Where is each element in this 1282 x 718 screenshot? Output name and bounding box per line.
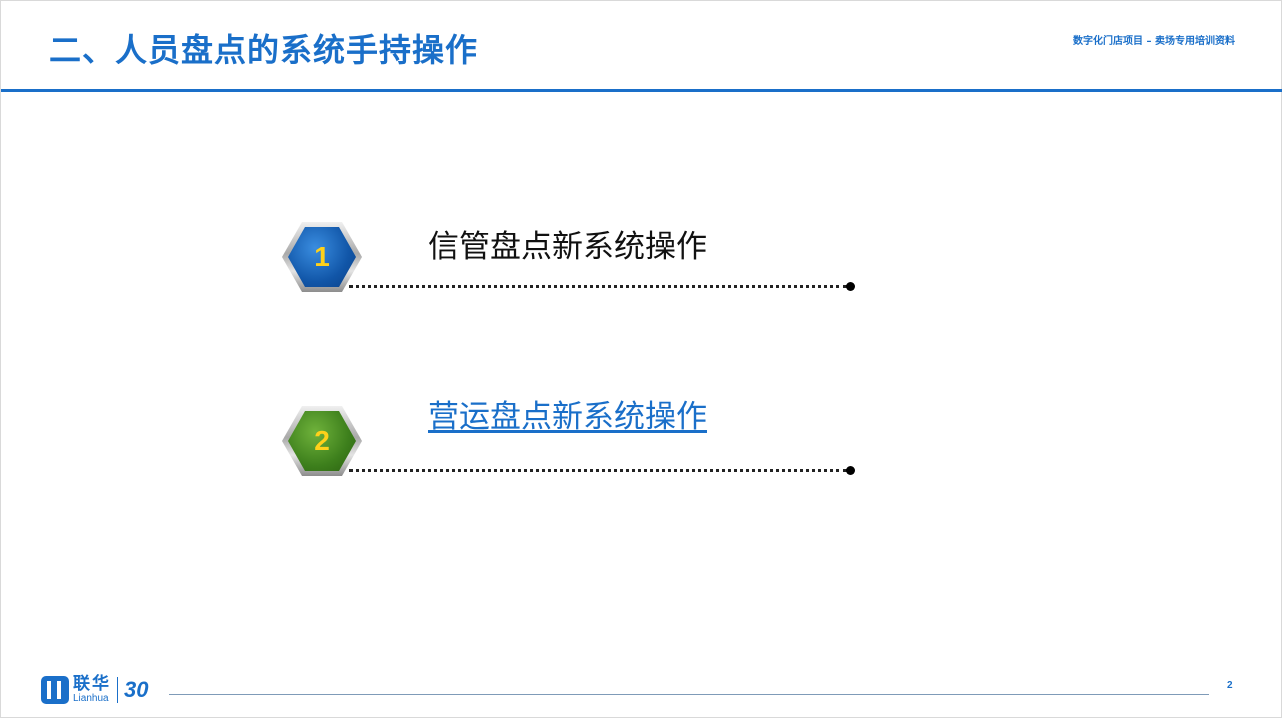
logo-chinese-name: 联华	[73, 674, 111, 694]
item-2-dotted-line	[349, 469, 847, 472]
item-2-link[interactable]: 营运盘点新系统操作	[428, 399, 707, 435]
logo-english-name: Lianhua	[73, 693, 109, 704]
title-divider	[1, 89, 1282, 92]
page-number: 2	[1227, 680, 1233, 691]
anniversary-badge: 30	[124, 677, 149, 702]
item-1-hexagon-inner: 1	[288, 227, 356, 287]
lianhua-logo: 联华 Lianhua 30	[41, 675, 148, 705]
logo-text: 联华 Lianhua	[73, 676, 111, 704]
slide-subtitle: 数字化门店项目 – 卖场专用培训资料	[1073, 36, 1235, 47]
item-1-dotted-line	[349, 285, 847, 288]
item-2-end-dot	[846, 466, 855, 475]
item-1-hexagon-icon: 1	[282, 222, 362, 292]
item-2-hexagon-inner: 2	[288, 411, 356, 471]
slide-title: 二、人员盘点的系统手持操作	[49, 31, 479, 69]
item-2-number: 2	[314, 425, 330, 456]
item-1-number: 1	[314, 241, 330, 272]
logo-divider	[117, 677, 118, 703]
item-1-end-dot	[846, 282, 855, 291]
footer-divider	[169, 694, 1209, 695]
item-2-hexagon-icon: 2	[282, 406, 362, 476]
item-1-label: 信管盘点新系统操作	[428, 229, 707, 265]
lianhua-logo-mark-icon	[41, 676, 69, 704]
